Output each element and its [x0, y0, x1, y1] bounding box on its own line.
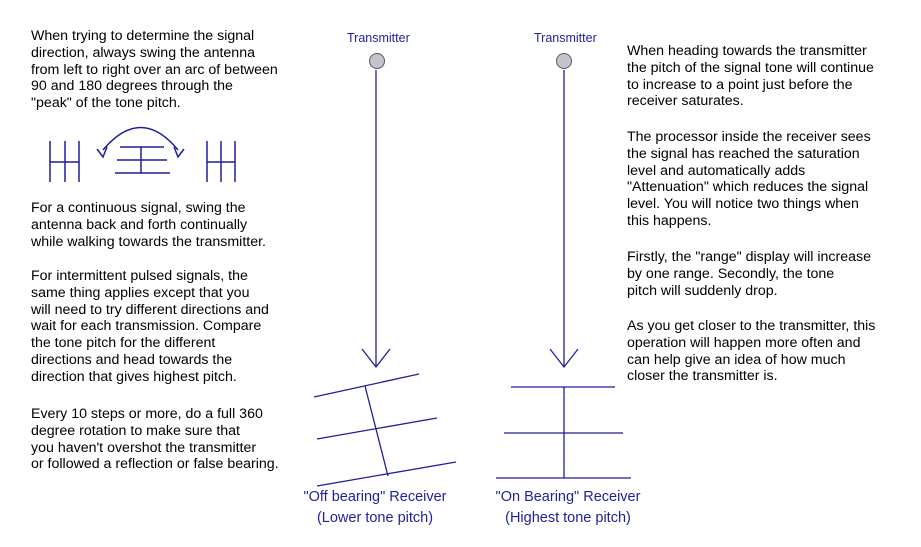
right-paragraph-pitch: When heading towards the transmitter the… — [627, 43, 874, 110]
left-paragraph-continuous: For a continuous signal, swing the anten… — [31, 200, 266, 250]
transmitter-label-left: Transmitter — [347, 31, 410, 45]
off-bearing-antenna — [313, 373, 457, 487]
on-bearing-caption: "On Bearing" Receiver (Highest tone pitc… — [478, 489, 658, 526]
transmitter-left-icon — [369, 53, 385, 69]
on-bearing-path — [496, 53, 631, 479]
right-paragraph-closer: As you get closer to the transmitter, th… — [627, 318, 876, 385]
antenna-center-icon — [115, 146, 170, 174]
off-bearing-subtitle: (Lower tone pitch) — [316, 510, 434, 526]
on-bearing-antenna — [496, 386, 631, 479]
sweep-arc — [102, 126, 179, 151]
right-paragraph-processor: The processor inside the receiver sees t… — [627, 129, 871, 229]
right-paragraph-range: Firstly, the "range" display will increa… — [627, 249, 871, 299]
on-bearing-title: "On Bearing" Receiver — [495, 489, 641, 505]
signal-arrowhead-left — [361, 348, 391, 369]
transmitter-label-right: Transmitter — [534, 31, 597, 45]
off-bearing-title: "Off bearing" Receiver — [303, 489, 447, 505]
antenna-right-icon — [206, 141, 236, 182]
left-paragraph-swing: When trying to determine the signal dire… — [31, 28, 278, 112]
left-paragraph-intermittent: For intermittent pulsed signals, the sam… — [31, 268, 269, 385]
antenna-left-icon — [49, 141, 80, 182]
off-bearing-caption: "Off bearing" Receiver (Lower tone pitch… — [285, 489, 465, 526]
sweep-arrowhead-left — [96, 146, 108, 159]
off-bearing-path — [313, 53, 457, 487]
signal-arrowhead-right — [549, 348, 579, 369]
sweep-arrowhead-right — [173, 146, 185, 159]
antenna-sweep-illustration — [49, 126, 236, 182]
transmitter-right-icon — [556, 53, 572, 69]
left-paragraph-rotation: Every 10 steps or more, do a full 360 de… — [31, 406, 279, 473]
on-bearing-subtitle: (Highest tone pitch) — [505, 510, 631, 526]
